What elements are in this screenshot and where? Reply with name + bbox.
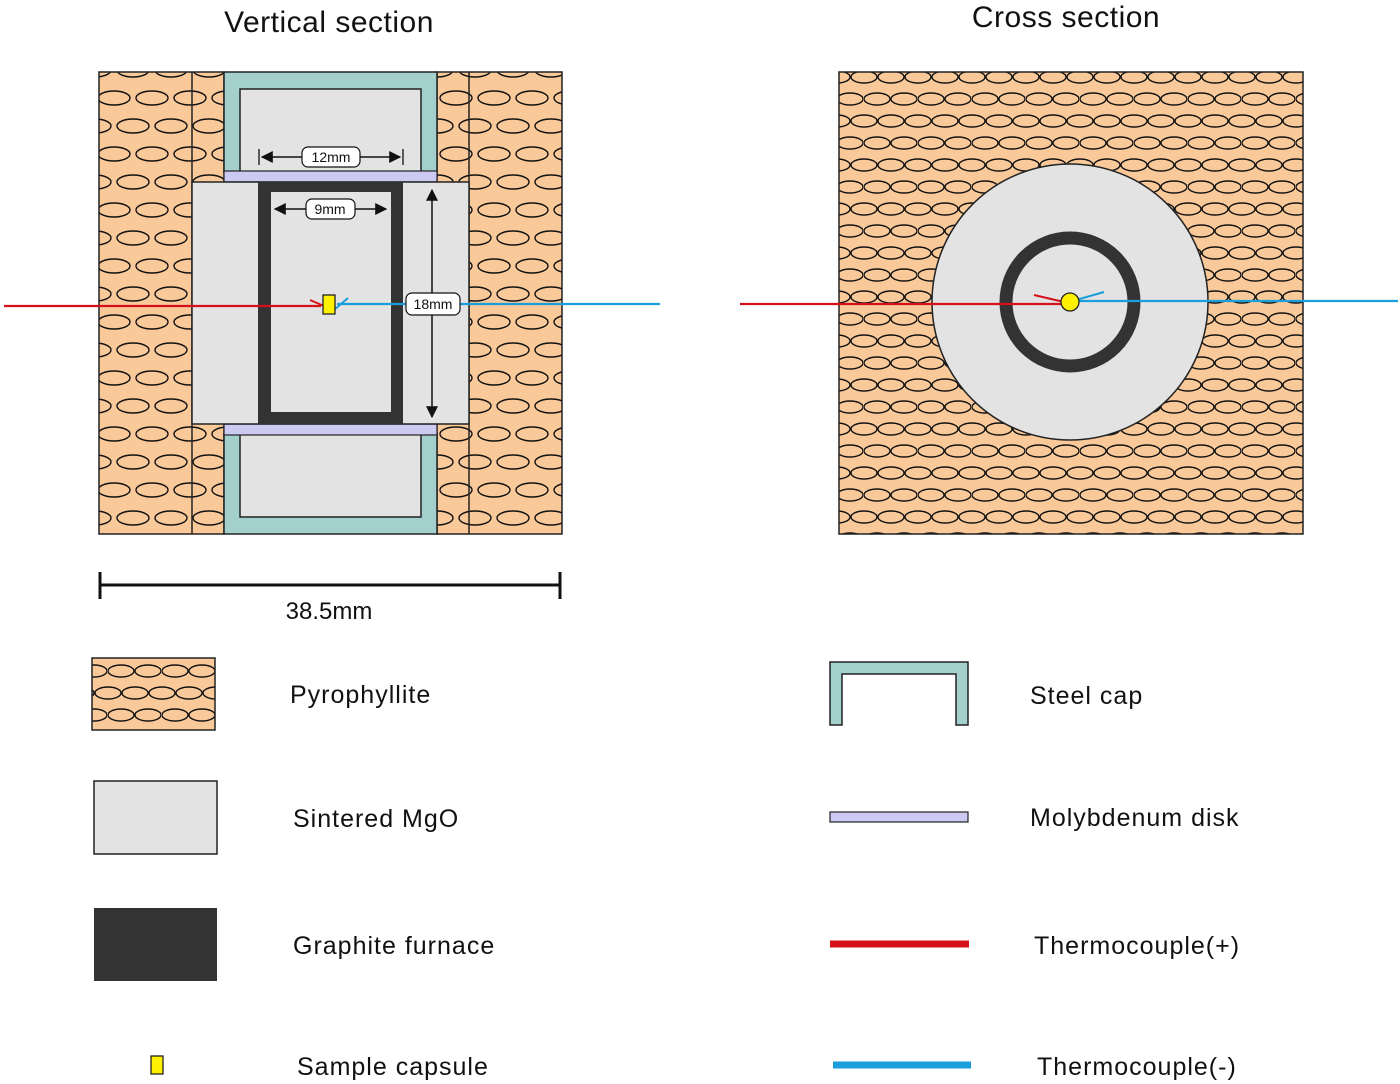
cs-sample-capsule: [1060, 292, 1080, 312]
cross-section-title: Cross section: [972, 1, 1160, 34]
legend-mgo-swatch: [93, 780, 218, 855]
legend-mgo-label: Sintered MgO: [293, 805, 459, 833]
dim-18mm-label: 18mm: [414, 296, 453, 312]
legend-tc-plus-label: Thermocouple(+): [1034, 932, 1240, 960]
legend-molybdenum-label: Molybdenum disk: [1030, 804, 1240, 832]
legend-molybdenum-swatch: [829, 811, 969, 823]
dim-12mm-label: 12mm: [312, 149, 351, 165]
legend-capsule-label: Sample capsule: [297, 1053, 489, 1081]
legend-capsule-swatch: [150, 1055, 164, 1075]
vs-molybdenum-disk-top: [223, 170, 438, 183]
cs-thermocouple-minus-tip: [1075, 291, 1105, 301]
vs-sample-capsule: [322, 294, 336, 315]
legend-graphite-swatch: [94, 908, 217, 981]
legend: Pyrophyllite Sintered MgO Graphite furna…: [91, 657, 1240, 1081]
dim-18mm-box: [405, 292, 461, 316]
legend-steel-cap-swatch: [829, 661, 969, 726]
vs-thermocouple-minus-tip: [333, 297, 349, 311]
cross-section: [740, 71, 1398, 535]
legend-pyrophyllite-label: Pyrophyllite: [290, 681, 431, 709]
dim-9mm-label: 9mm: [314, 201, 345, 217]
legend-graphite-label: Graphite furnace: [293, 932, 495, 960]
legend-steel-cap-label: Steel cap: [1030, 682, 1143, 710]
dim-12mm-box: [301, 146, 361, 168]
cs-thermocouple-plus-tip: [1033, 294, 1065, 303]
vertical-section: 12mm 9mm 18mm 38.5mm: [4, 71, 660, 625]
dim-9mm-box: [305, 198, 356, 220]
vs-mgo-plug-bottom: [239, 433, 422, 518]
scale-bar-label: 38.5mm: [286, 598, 373, 625]
legend-pyrophyllite-swatch: [91, 657, 216, 731]
legend-tc-minus-label: Thermocouple(-): [1037, 1053, 1237, 1081]
vs-thermocouple-plus-tip: [309, 299, 325, 307]
vertical-section-title: Vertical section: [224, 6, 434, 39]
vs-molybdenum-disk-bottom: [223, 423, 438, 436]
